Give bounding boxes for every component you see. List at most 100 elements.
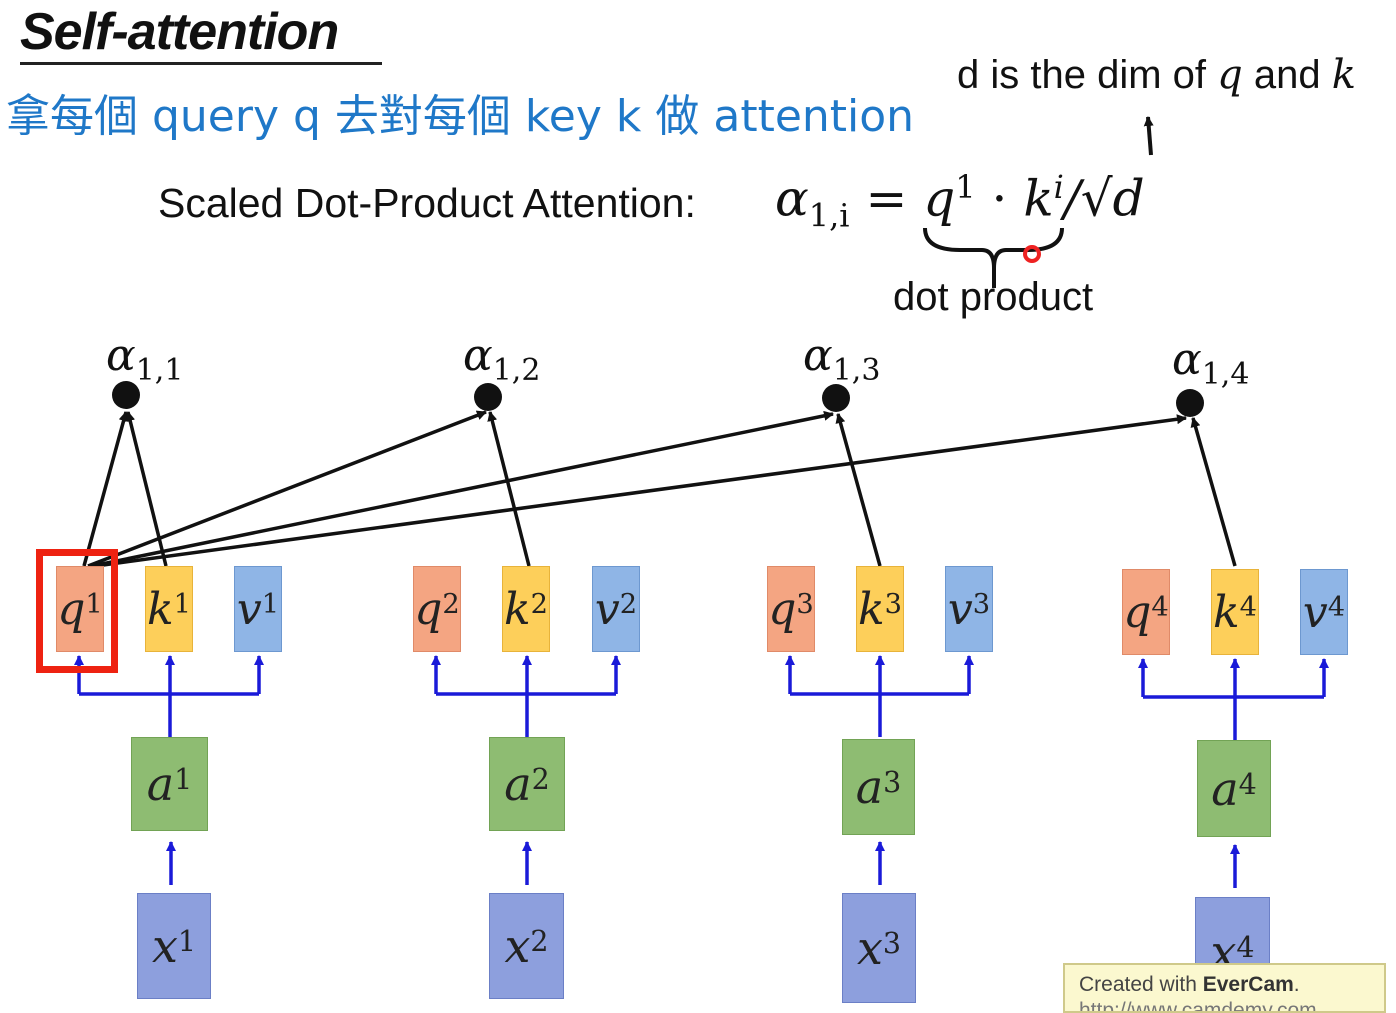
k4-index: 4 (1239, 592, 1258, 624)
alpha-label-1: α1,1 (106, 330, 183, 388)
alpha-label-4: α1,4 (1172, 334, 1249, 392)
k3-symbol: k (857, 583, 885, 635)
alpha-node-2 (474, 383, 502, 411)
v1-symbol: v (236, 583, 262, 635)
q1-highlight (36, 549, 118, 673)
alpha-label-3: α1,3 (803, 330, 880, 388)
alpha-subscript: 1,3 (832, 352, 881, 388)
k2-index: 2 (530, 589, 549, 621)
a1-index: 1 (174, 763, 193, 797)
q2-index: 2 (442, 589, 460, 621)
formula-dot: · (991, 169, 1008, 228)
alpha-subscript: 1,1 (135, 352, 184, 388)
x2-symbol: x (504, 919, 531, 973)
a2-symbol: a (504, 757, 532, 811)
title-underline (20, 62, 382, 65)
evercam-watermark: Created with EverCam. http://www.camdemy… (1063, 963, 1386, 1013)
a1-symbol: a (146, 757, 175, 811)
q1-index: 1 (85, 589, 103, 621)
q2-symbol: q (414, 583, 443, 635)
alpha-node-3 (822, 384, 850, 412)
k2-symbol: k (503, 583, 531, 635)
x1-index: 1 (177, 925, 197, 959)
q1-to-alpha11 (82, 411, 129, 567)
dimension-note-prefix: d is the dim of (957, 53, 1207, 97)
formula-q-sup: 1 (955, 168, 976, 206)
q1-symbol: q (57, 583, 86, 635)
dimension-note-and: and (1253, 53, 1321, 97)
k4-to-alpha14 (1190, 417, 1237, 567)
x2-index: 2 (530, 925, 549, 959)
q1-to-alpha14 (95, 414, 1187, 568)
v2-symbol: v (594, 583, 620, 635)
q1-to-alpha13 (91, 410, 834, 568)
subtitle: 拿每個 query q 去對每個 key k 做 attention (6, 91, 915, 142)
a3-symbol: a (855, 760, 884, 814)
q3-symbol: q (768, 583, 797, 635)
k3-index: 3 (884, 589, 903, 621)
alpha-subscript: 1,4 (1201, 356, 1250, 392)
k1-to-alpha11 (125, 411, 168, 567)
x3-symbol: x (856, 921, 883, 975)
alpha-symbol: α (463, 330, 493, 381)
dimension-note: d is the dim of q and k (957, 52, 1356, 98)
dimension-note-q: q (1217, 52, 1243, 98)
alpha-node-1 (112, 381, 140, 409)
alpha-symbol: α (803, 330, 833, 381)
q3-index: 3 (796, 589, 814, 621)
q4-symbol: q (1123, 586, 1152, 638)
formula-alpha: α (775, 169, 809, 228)
alpha-symbol: α (106, 330, 136, 381)
q4-index: 4 (1151, 592, 1169, 624)
formula-k: k (1023, 169, 1054, 228)
x4-index: 4 (1236, 931, 1255, 965)
v2-index: 2 (619, 589, 638, 621)
v3-symbol: v (947, 583, 973, 635)
formula: α1,i = q1 · ki/√d (775, 168, 1145, 235)
k3-to-alpha13 (835, 413, 882, 567)
alpha-subscript: 1,2 (492, 352, 541, 388)
formula-alpha-sub: 1,i (808, 196, 850, 235)
alpha-label-2: α1,2 (463, 330, 540, 388)
page-title: Self-attention (20, 3, 339, 61)
note-arrow (1143, 116, 1154, 156)
v4-symbol: v (1302, 586, 1328, 638)
k1-index: 1 (173, 589, 192, 621)
alpha-node-4 (1176, 389, 1204, 417)
pointer-dot (1023, 245, 1041, 263)
v4-index: 4 (1327, 592, 1346, 624)
alpha-symbol: α (1172, 334, 1202, 385)
x3-index: 3 (882, 927, 902, 961)
watermark-brand: EverCam (1202, 973, 1294, 996)
formula-q: q (923, 169, 956, 228)
a4-index: 4 (1238, 767, 1257, 801)
dimension-note-k: k (1331, 52, 1356, 98)
a4-symbol: a (1211, 761, 1239, 816)
a2-index: 2 (531, 763, 550, 797)
q1-to-alpha12 (87, 410, 487, 568)
v3-index: 3 (972, 589, 991, 621)
k2-to-alpha12 (487, 411, 531, 567)
a3-index: 3 (883, 766, 902, 800)
watermark-url: http://www.camdemy.com (1079, 999, 1317, 1013)
k4-symbol: k (1212, 586, 1240, 638)
